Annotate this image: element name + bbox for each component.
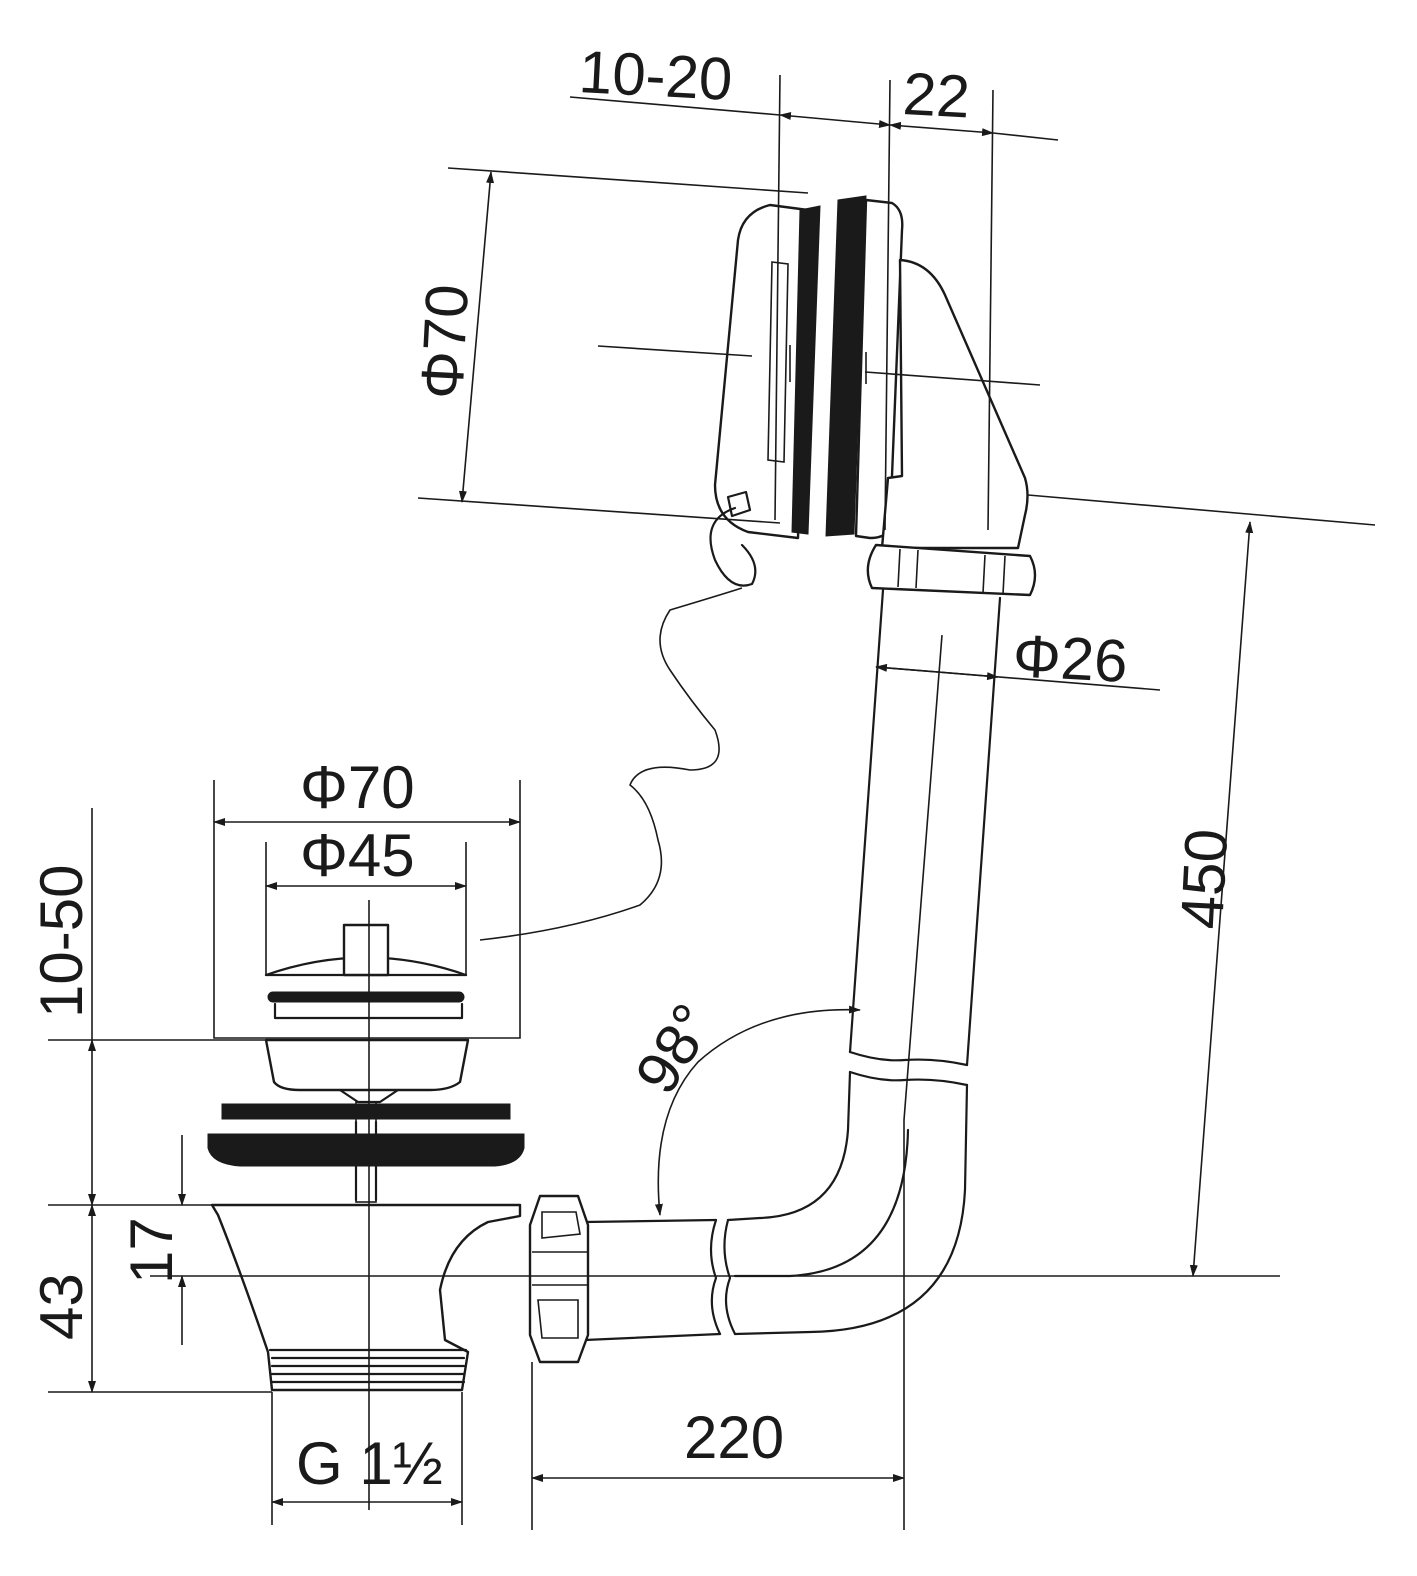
overflow-assembly [597, 195, 1041, 587]
dim-angle: 98° [622, 992, 727, 1104]
dim-thread-size: G 1½ [296, 1430, 443, 1497]
dim-overflow-diameter: Φ70 [408, 283, 481, 401]
dim-horizontal-length: 220 [684, 1404, 784, 1471]
dim-pipe-diameter: Φ26 [1011, 622, 1129, 695]
plug-chain [479, 587, 743, 941]
waste-fitting [207, 780, 525, 1510]
dim-outlet-offset: 17 [118, 1217, 185, 1284]
dim-waste-height: 43 [28, 1273, 95, 1340]
elbow-pipe [583, 1070, 969, 1342]
waste-hex-nut [528, 1194, 590, 1364]
dim-overflow-nut: 22 [901, 60, 971, 130]
dim-waste-inner-diameter: Φ45 [300, 822, 415, 889]
dim-waste-outer-diameter: Φ70 [300, 754, 415, 821]
overflow-hex-nut [866, 543, 1037, 597]
dim-pipe-height: 450 [1168, 827, 1240, 930]
overflow-pipe [848, 588, 1002, 1121]
dim-tub-thickness: 10-50 [28, 865, 95, 1018]
dim-overflow-depth: 10-20 [577, 38, 734, 113]
dimension-lines [48, 74, 1376, 1530]
